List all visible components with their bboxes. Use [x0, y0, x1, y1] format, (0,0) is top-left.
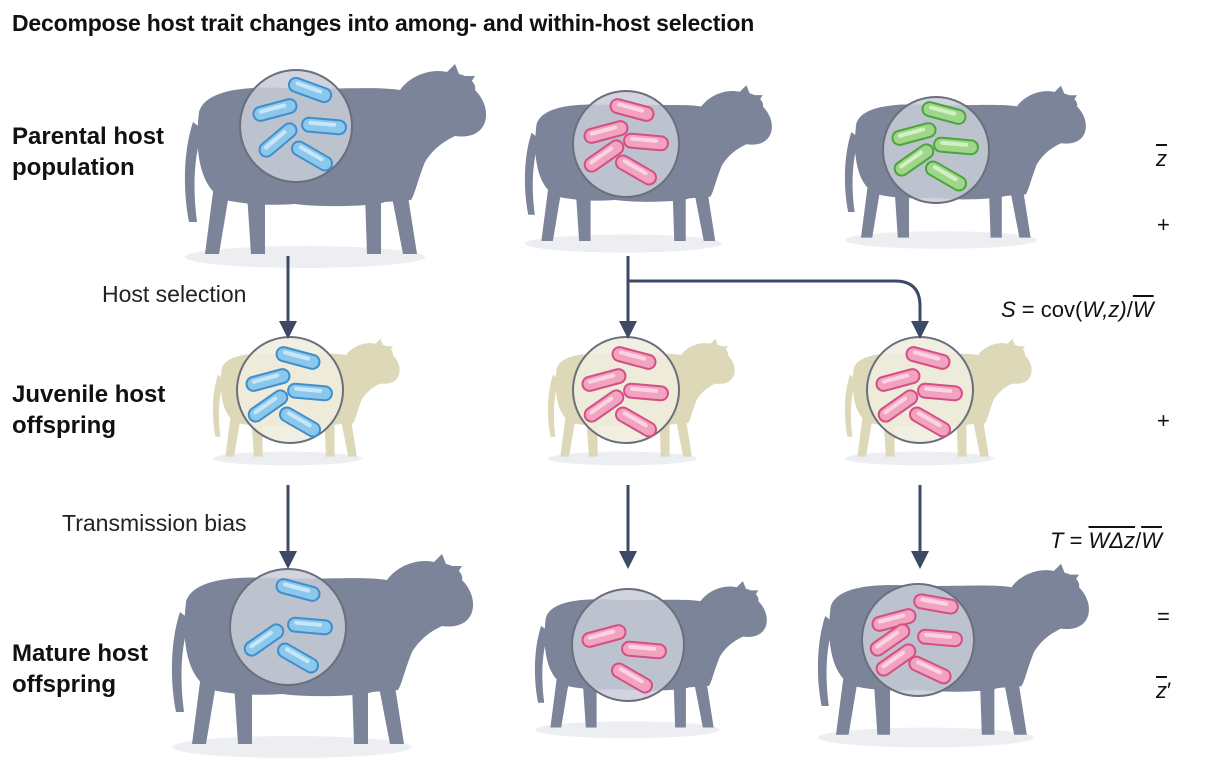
row-label-mature: Mature host offspring: [12, 638, 202, 700]
row-label-mature-line2: offspring: [12, 671, 116, 698]
figure-title: Decompose host trait changes into among-…: [12, 10, 755, 36]
gut-circle-mature-3: [861, 583, 975, 697]
row-label-parental: Parental host population: [12, 121, 202, 183]
eq-zbar: z: [1156, 146, 1167, 171]
arrows: [279, 256, 929, 569]
arrow-host-selection-branch: [628, 279, 929, 339]
row-label-juvenile-line1: Juvenile host: [12, 381, 166, 408]
gut-circle-juvenile-2: [572, 336, 680, 444]
gut-circle-parental-1: [239, 69, 353, 183]
row-label-parental-line2: population: [12, 154, 135, 181]
gut-circle-parental-2: [572, 90, 680, 198]
gut-circle-juvenile-1: [236, 336, 344, 444]
row-label-mature-line1: Mature host: [12, 640, 149, 667]
gut-circle-juvenile-3: [866, 336, 974, 444]
row-label-juvenile: Juvenile host offspring: [12, 379, 202, 441]
eq-equals: =: [1157, 604, 1170, 629]
eq-zprime: z′: [1156, 678, 1172, 703]
eq-plus-1: +: [1157, 212, 1170, 237]
row-label-parental-line1: Parental host: [12, 123, 165, 150]
step-label-host-selection: Host selection: [102, 281, 247, 307]
step-label-transmission-bias: Transmission bias: [62, 510, 247, 536]
eq-selection-term: S = cov(W,z)/W: [1001, 297, 1154, 322]
row-label-juvenile-line2: offspring: [12, 412, 116, 439]
gut-circle-parental-3: [882, 96, 990, 204]
eq-transmission-term: T = WΔz/W: [1050, 528, 1162, 553]
eq-plus-2: +: [1157, 408, 1170, 433]
gut-circle-mature-1: [229, 568, 347, 686]
gut-circle-mature-2: [571, 588, 685, 702]
